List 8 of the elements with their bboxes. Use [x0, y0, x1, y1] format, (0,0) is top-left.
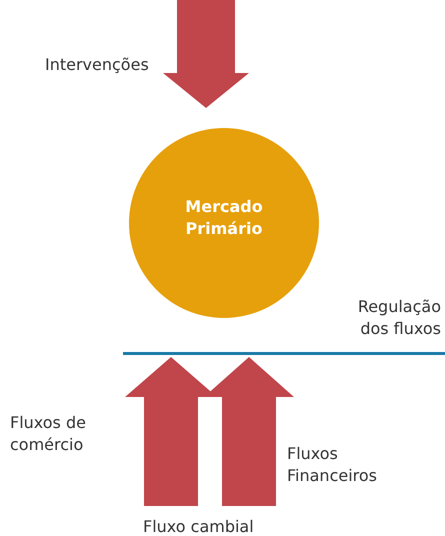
- node-label: Mercado Primário: [184, 196, 264, 240]
- block-arrow: [163, 0, 249, 108]
- regulation-bar: [123, 300, 445, 357]
- caption-text: Fluxo cambial: [143, 516, 255, 536]
- caption-text: Intervenções: [45, 54, 150, 76]
- caption-text: Fluxos Financeiros: [287, 443, 378, 487]
- line-label: Regulação dos fluxos: [356, 296, 441, 340]
- caption-text: Fluxos de comércio: [10, 412, 87, 456]
